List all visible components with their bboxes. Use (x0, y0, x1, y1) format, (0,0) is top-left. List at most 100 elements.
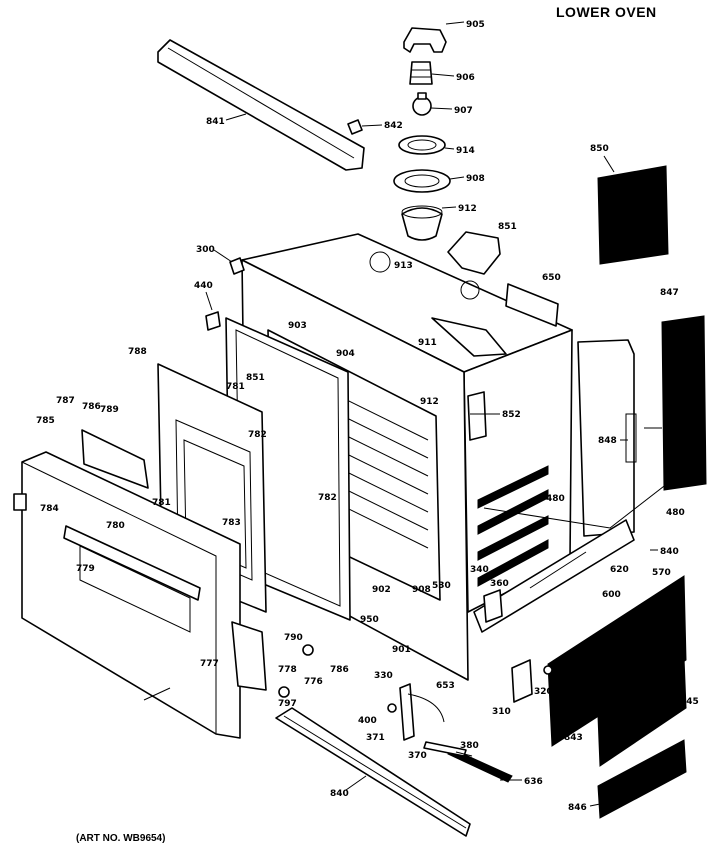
hinge-bracket-440 (205, 311, 221, 331)
callout: 570 (652, 568, 671, 578)
vent-duct-part (447, 231, 501, 275)
callout: 901 (392, 645, 411, 655)
bracket-852 (467, 391, 487, 441)
clip-300 (229, 257, 245, 275)
callout: 440 (194, 281, 213, 291)
insulation-bottom-3 (597, 739, 687, 819)
ignitor-part (423, 741, 467, 757)
vent-bulb-part (412, 92, 432, 116)
door-badge (13, 493, 27, 511)
callout: 903 (288, 321, 307, 331)
callout: 840 (330, 789, 349, 799)
callout: 789 (100, 405, 119, 415)
callout: 480 (546, 494, 565, 504)
callout: 782 (318, 493, 337, 503)
callout: 906 (456, 73, 475, 83)
callout: 843 (564, 733, 583, 743)
callout: 783 (222, 518, 241, 528)
callout: 787 (56, 396, 75, 406)
screw-part-2 (278, 686, 290, 698)
callout: 786 (82, 402, 101, 412)
gasket-ring-part (398, 135, 446, 155)
callout: 636 (524, 777, 543, 787)
latch-part (399, 683, 415, 741)
callout: 300 (196, 245, 215, 255)
callout: 845 (680, 697, 699, 707)
callout: 650 (542, 273, 561, 283)
door-hinge-left (231, 621, 267, 691)
callout: 913 (394, 261, 413, 271)
insulation-top-right (597, 165, 669, 265)
bracket-850 (505, 283, 559, 327)
bake-element-assembly (473, 519, 635, 633)
screw-320 (543, 665, 553, 675)
callout: 842 (384, 121, 403, 131)
callout: 781 (152, 498, 171, 508)
callout: 777 (200, 659, 219, 669)
kick-panel-part (275, 707, 471, 837)
callout: 905 (466, 20, 485, 30)
top-rail-part (157, 39, 365, 171)
callout: 912 (420, 397, 439, 407)
callout: 841 (206, 117, 225, 127)
callout: 600 (602, 590, 621, 600)
leader-lines (143, 21, 662, 807)
trim-ring-part (393, 169, 451, 193)
callout: 779 (76, 564, 95, 574)
vent-bracket-part (403, 27, 447, 53)
callout: 781 (226, 382, 245, 392)
callout: 852 (502, 410, 521, 420)
heating-element-rod (483, 465, 691, 529)
callout: 840 (660, 547, 679, 557)
callout: 320 (534, 687, 553, 697)
callout: 371 (366, 733, 385, 743)
callout-labels: 905 906 907 914 908 912 841 842 851 850 … (36, 20, 699, 813)
callout: 908 (412, 585, 431, 595)
vent-cup-part (401, 205, 443, 241)
callout: 340 (470, 565, 489, 575)
callout: 911 (418, 338, 437, 348)
callout: 330 (374, 671, 393, 681)
insulation-bottom-2 (597, 657, 687, 767)
callout: 360 (490, 579, 509, 589)
callout: 785 (36, 416, 55, 426)
callout: 788 (128, 347, 147, 357)
insulation-right (661, 315, 707, 491)
wire-part (407, 693, 445, 723)
callout: 850 (590, 144, 609, 154)
callout: 848 (598, 436, 617, 446)
callout: 776 (304, 677, 323, 687)
knob-part (387, 703, 397, 713)
callout: 530 (432, 581, 451, 591)
callout: 851 (498, 222, 517, 232)
bracket-310 (511, 659, 533, 703)
callout: 851 (246, 373, 265, 383)
door-liner-part (81, 429, 149, 489)
callout: 778 (278, 665, 297, 675)
callout: 653 (436, 681, 455, 691)
callout: 782 (248, 430, 267, 440)
callout: 400 (358, 716, 377, 726)
art-number: (ART NO. WB9654) (76, 833, 165, 844)
callout: 310 (492, 707, 511, 717)
callout: 912 (458, 204, 477, 214)
callout: 786 (330, 665, 349, 675)
callout: 784 (40, 504, 59, 514)
callout: 902 (372, 585, 391, 595)
callout: 370 (408, 751, 427, 761)
callout: 914 (456, 146, 475, 156)
insulation-bottom-1 (547, 575, 687, 747)
callout: 950 (360, 615, 379, 625)
callout: 846 (568, 803, 587, 813)
diagram-title: LOWER OVEN (556, 4, 657, 20)
side-panel-part (577, 339, 637, 537)
callout: 904 (336, 349, 355, 359)
callout: 908 (466, 174, 485, 184)
clip-part (347, 119, 363, 135)
callout: 620 (610, 565, 629, 575)
callout: 847 (660, 288, 679, 298)
screw-part (302, 644, 314, 656)
callout: 780 (106, 521, 125, 531)
callout: 380 (460, 741, 479, 751)
